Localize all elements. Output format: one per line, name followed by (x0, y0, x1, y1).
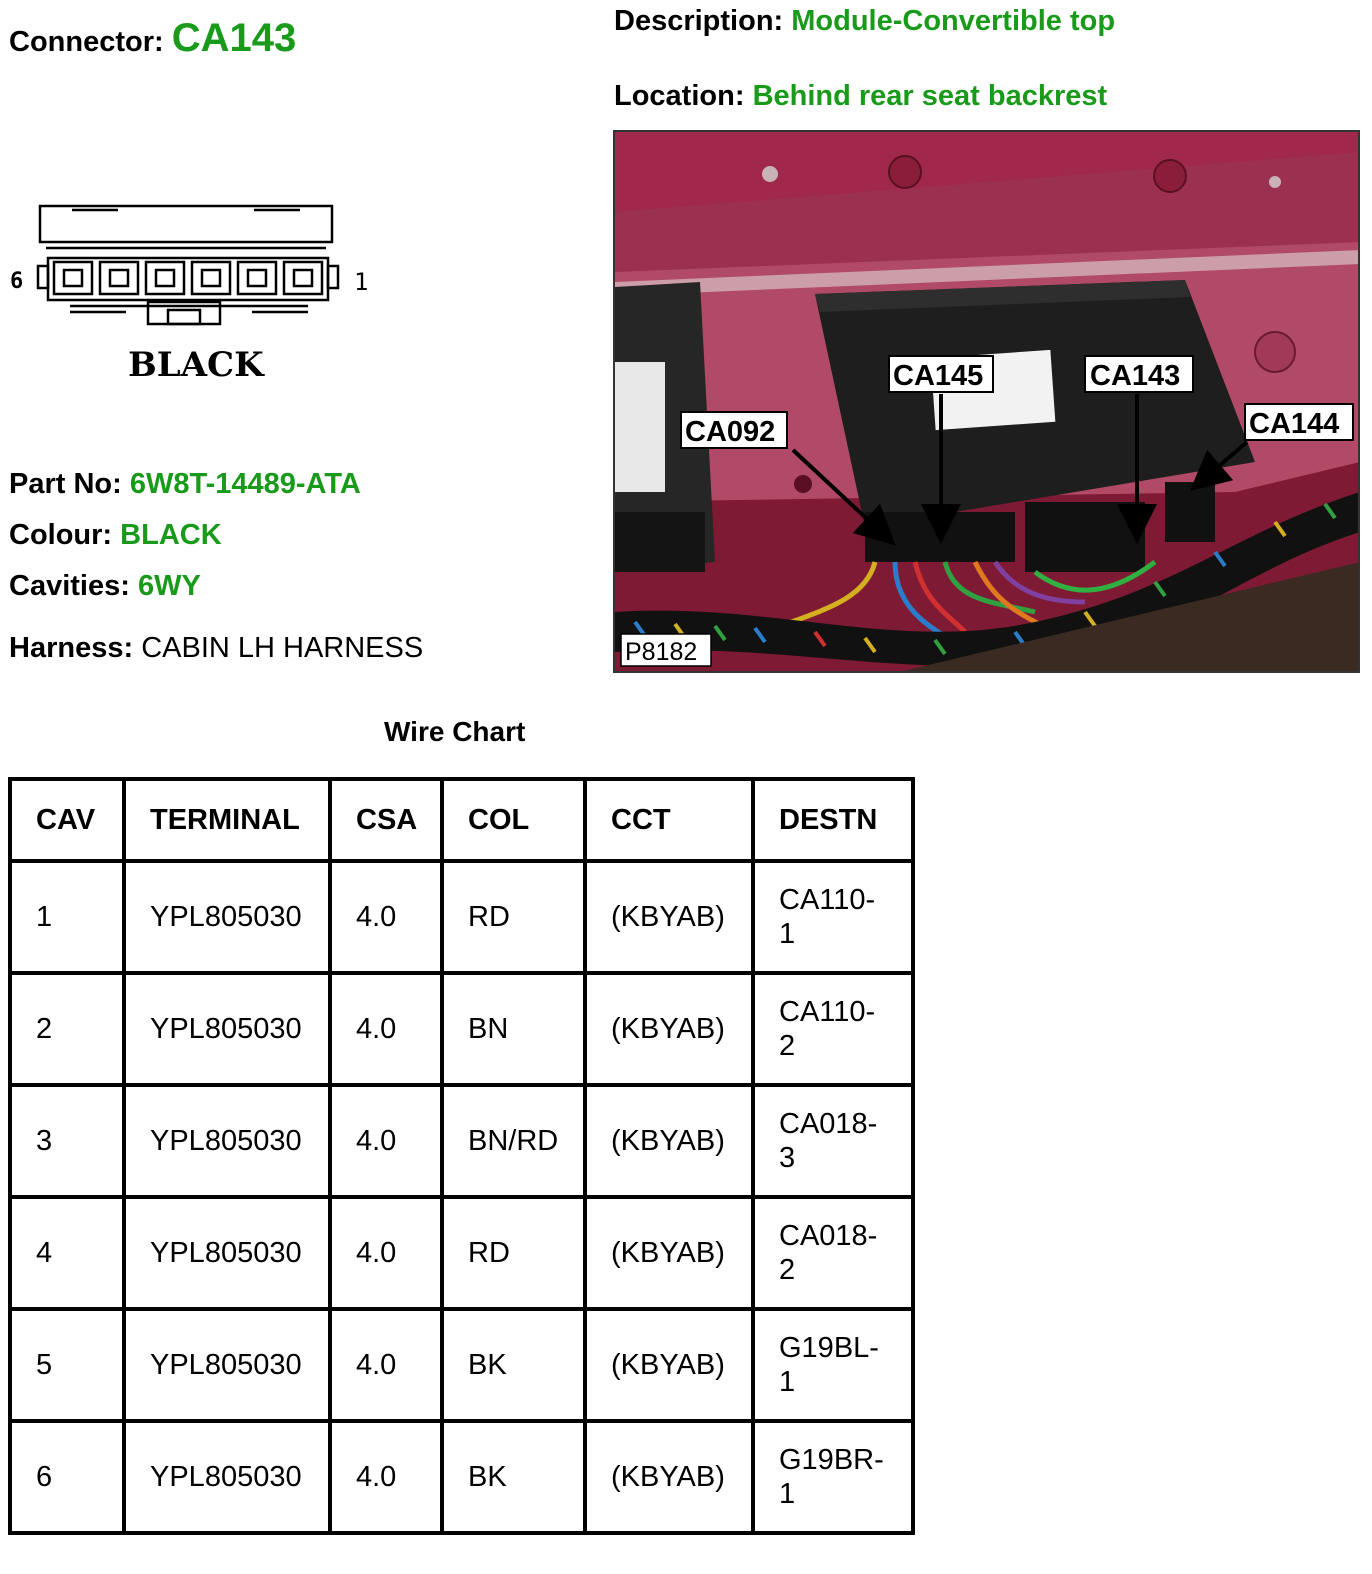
col-header-terminal: TERMINAL (122, 777, 332, 863)
arrow-ca144 (1189, 440, 1249, 492)
cell-destn: CA110-1 (751, 859, 915, 975)
wire-chart-table: CAV TERMINAL CSA COL CCT DESTN 1 YPL8050… (8, 777, 915, 1535)
cell-cct: (KBYAB) (583, 1195, 755, 1311)
pin-1-marker: 1 (354, 268, 368, 296)
connector-face-diagram: 6 1 BLACK (8, 196, 378, 396)
cell-csa: 4.0 (328, 971, 444, 1087)
harness-value: CABIN LH HARNESS (141, 632, 424, 664)
connector-face-drawing: 6 1 BLACK (10, 204, 368, 385)
cell-cav: 3 (8, 1083, 126, 1199)
cell-terminal: YPL805030 (122, 859, 332, 975)
table-row: 2 YPL805030 4.0 BN (KBYAB) CA110-2 (8, 971, 915, 1087)
location-value: Behind rear seat backrest (752, 80, 1108, 112)
cell-destn: G19BL-1 (751, 1307, 915, 1423)
cell-cav: 1 (8, 859, 126, 975)
table-row: 3 YPL805030 4.0 BN/RD (KBYAB) CA018-3 (8, 1083, 915, 1199)
table-row: 6 YPL805030 4.0 BK (KBYAB) G19BR-1 (8, 1419, 915, 1535)
connector-label: Connector: (9, 26, 164, 58)
callout-ca092: CA092 (685, 416, 775, 448)
cell-destn: G19BR-1 (751, 1419, 915, 1535)
cell-col: BN (440, 971, 587, 1087)
cell-csa: 4.0 (328, 1419, 444, 1535)
cell-cav: 5 (8, 1307, 126, 1423)
cell-col: BN/RD (440, 1083, 587, 1199)
arrow-ca092 (791, 448, 896, 546)
description-row: Description: Module-Convertible top (614, 4, 1134, 39)
col-header-csa: CSA (328, 777, 444, 863)
wire-chart-header-row: CAV TERMINAL CSA COL CCT DESTN (8, 777, 915, 863)
cell-cct: (KBYAB) (583, 859, 755, 975)
part-no-label: Part No: (9, 468, 122, 500)
colour-label: Colour: (9, 519, 113, 551)
col-header-cct: CCT (583, 777, 755, 863)
cavities-row: Cavities: 6WY (9, 570, 201, 603)
location-label: Location: (614, 80, 745, 112)
cell-terminal: YPL805030 (122, 1307, 332, 1423)
table-row: 5 YPL805030 4.0 BK (KBYAB) G19BL-1 (8, 1307, 915, 1423)
table-row: 4 YPL805030 4.0 RD (KBYAB) CA018-2 (8, 1195, 915, 1311)
wire-chart-title: Wire Chart (384, 716, 526, 747)
connector-id: CA143 (171, 16, 297, 60)
col-header-destn: DESTN (751, 777, 915, 863)
harness-label: Harness: (9, 632, 134, 664)
location-photo: CA145 CA143 CA092 CA144 P8182 (613, 130, 1360, 673)
diagram-colour-label: BLACK (128, 345, 265, 385)
cell-cct: (KBYAB) (583, 1419, 755, 1535)
col-header-col: COL (440, 777, 587, 863)
cell-csa: 4.0 (328, 1195, 444, 1311)
cell-csa: 4.0 (328, 859, 444, 975)
cell-csa: 4.0 (328, 1307, 444, 1423)
harness-row: Harness: CABIN LH HARNESS (9, 632, 423, 665)
pin-6-marker: 6 (10, 269, 23, 294)
colour-value: BLACK (120, 519, 222, 551)
part-no-row: Part No: 6W8T-14489-ATA (9, 468, 361, 501)
callout-ca143: CA143 (1090, 360, 1180, 392)
cavities-label: Cavities: (9, 570, 130, 602)
location-row: Location: Behind rear seat backrest (614, 80, 1107, 113)
cell-terminal: YPL805030 (122, 1195, 332, 1311)
connector-heading: Connector: CA143 (9, 16, 296, 61)
colour-row: Colour: BLACK (9, 519, 222, 552)
cell-col: BK (440, 1419, 587, 1535)
description-label: Description: (614, 5, 784, 37)
part-no-value: 6W8T-14489-ATA (129, 468, 361, 500)
cell-csa: 4.0 (328, 1083, 444, 1199)
cell-terminal: YPL805030 (122, 1083, 332, 1199)
cell-col: BK (440, 1307, 587, 1423)
cell-destn: CA018-2 (751, 1195, 915, 1311)
cell-destn: CA018-3 (751, 1083, 915, 1199)
location-photo-drawing: CA145 CA143 CA092 CA144 P8182 (615, 132, 1358, 671)
cell-cav: 4 (8, 1195, 126, 1311)
cell-destn: CA110-2 (751, 971, 915, 1087)
cell-cct: (KBYAB) (583, 971, 755, 1087)
cell-col: RD (440, 859, 587, 975)
table-row: 1 YPL805030 4.0 RD (KBYAB) CA110-1 (8, 859, 915, 975)
cavities-value: 6WY (137, 570, 201, 602)
description-value: Module-Convertible top (791, 5, 1116, 37)
cell-cct: (KBYAB) (583, 1307, 755, 1423)
cell-cav: 6 (8, 1419, 126, 1535)
cell-cct: (KBYAB) (583, 1083, 755, 1199)
cell-col: RD (440, 1195, 587, 1311)
photo-reference: P8182 (625, 638, 697, 666)
callout-ca145: CA145 (893, 360, 983, 392)
col-header-cav: CAV (8, 777, 126, 863)
cell-cav: 2 (8, 971, 126, 1087)
cell-terminal: YPL805030 (122, 1419, 332, 1535)
cell-terminal: YPL805030 (122, 971, 332, 1087)
callout-ca144: CA144 (1249, 408, 1339, 440)
